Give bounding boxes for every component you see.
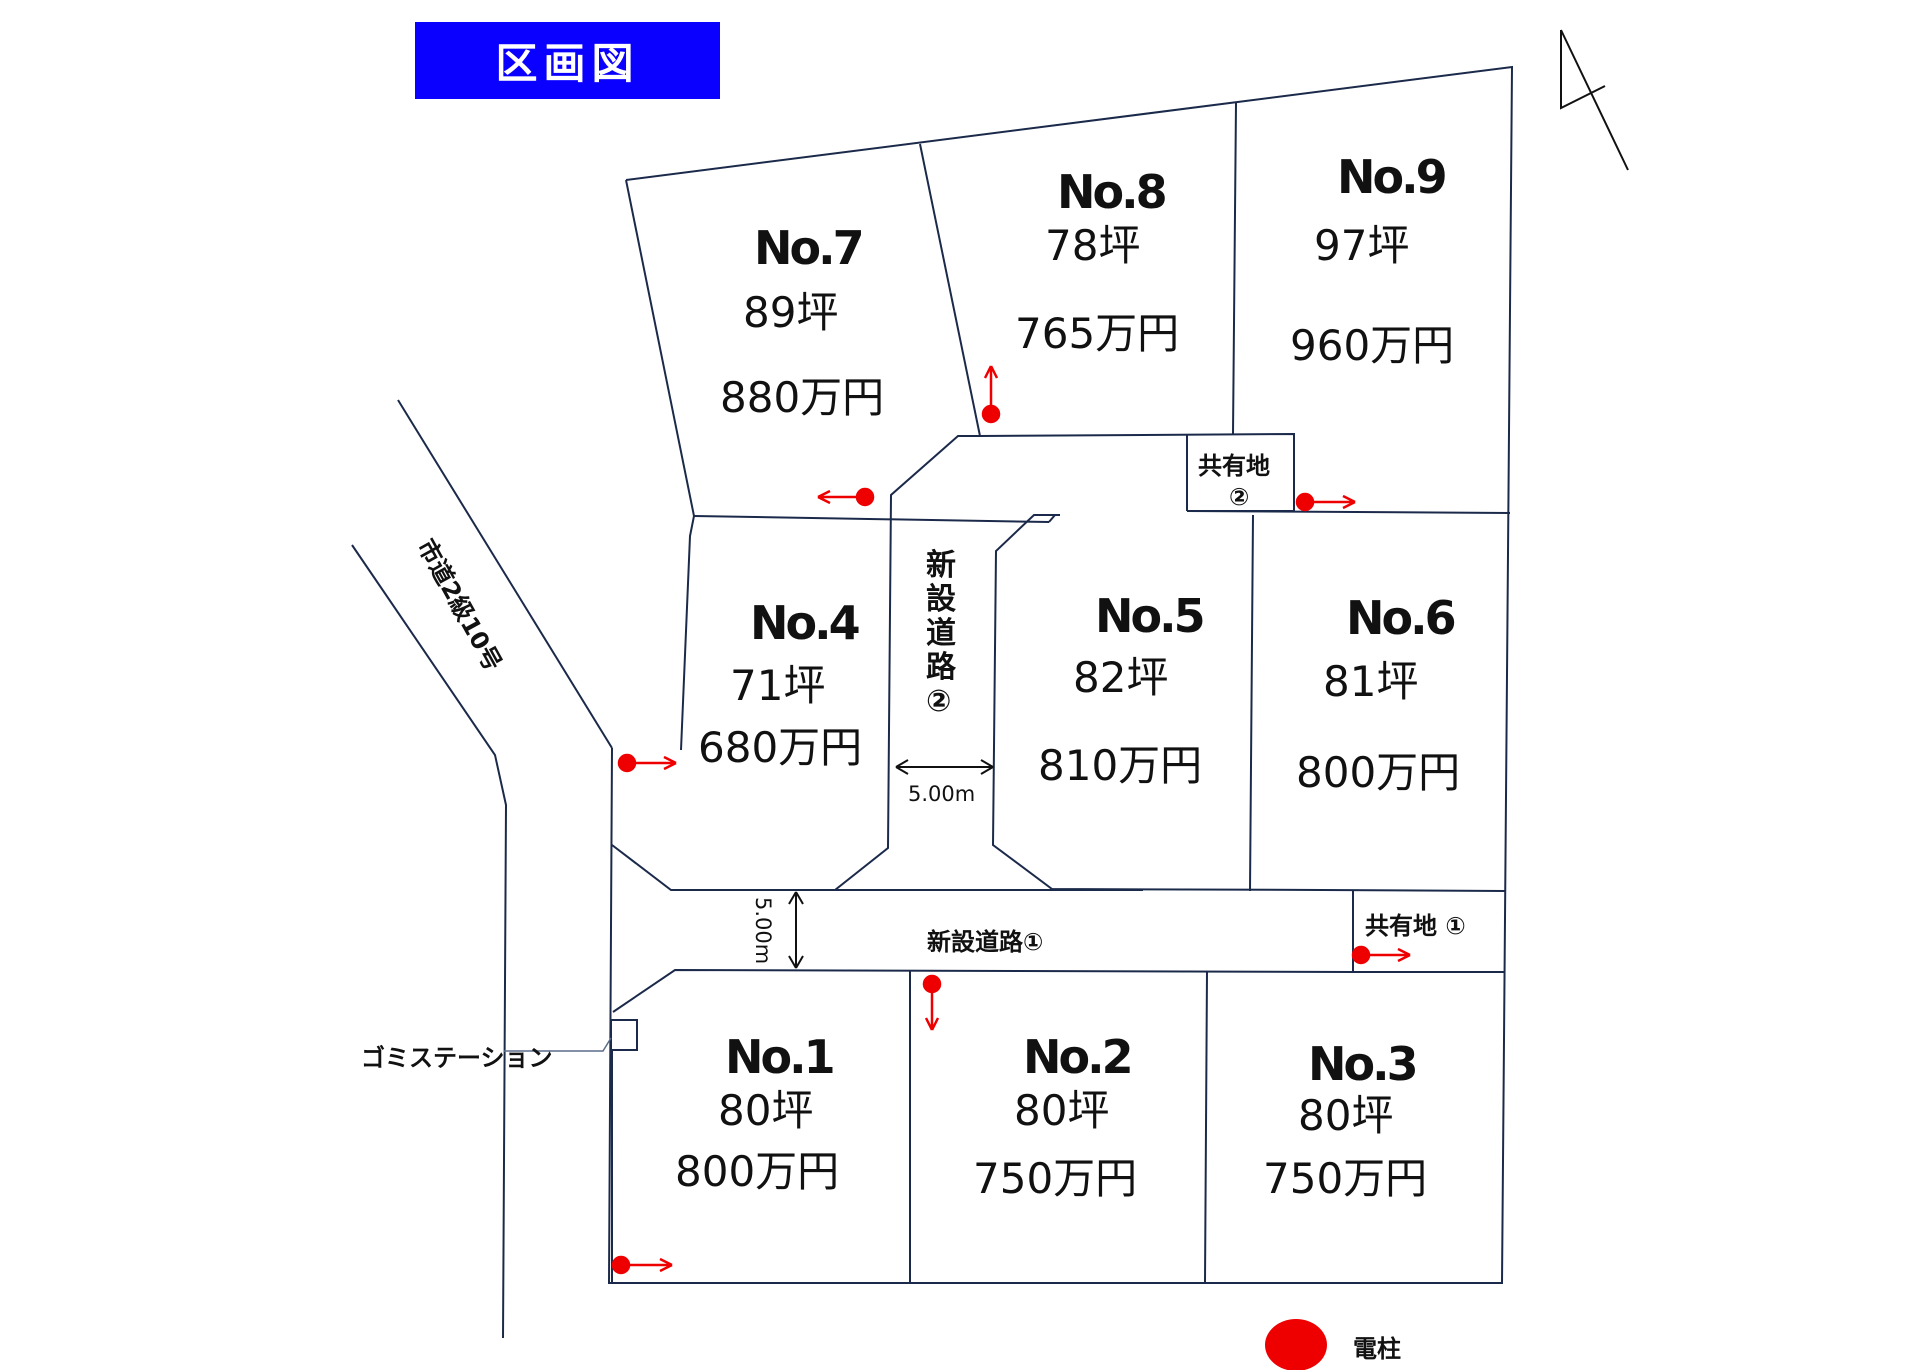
- lot-6: No.6 81坪 800万円: [1296, 591, 1460, 797]
- page-title: 区画図: [495, 39, 640, 88]
- road-1-label: 新設道路①: [927, 928, 1043, 956]
- north-arrow-icon: [1560, 29, 1629, 171]
- legend-pole-icon: [1265, 1319, 1327, 1370]
- utility-poles: [611, 365, 1411, 1275]
- lot-2-price: 750万円: [973, 1154, 1137, 1203]
- lot-3-area: 80坪: [1298, 1091, 1393, 1140]
- lot-7-area: 89坪: [743, 288, 838, 337]
- svg-text:②: ②: [926, 684, 951, 719]
- utility-pole-icon: [1295, 492, 1356, 512]
- lot-4-number: No.4: [750, 596, 859, 650]
- lot-5-area: 82坪: [1073, 653, 1168, 702]
- lot-3-price: 750万円: [1263, 1154, 1427, 1203]
- lot-1-number: No.1: [725, 1030, 833, 1084]
- svg-text:設: 設: [926, 582, 956, 617]
- utility-pole-icon: [922, 974, 942, 1031]
- lot-5-number: No.5: [1095, 589, 1203, 643]
- lot-3-number: No.3: [1308, 1037, 1416, 1091]
- legend-pole-label: 電柱: [1353, 1335, 1401, 1363]
- lot-9: No.9 97坪 960万円: [1290, 150, 1454, 370]
- lot-7: No.7 89坪 880万円: [720, 221, 884, 422]
- lot-4-area: 71坪: [730, 661, 825, 710]
- lot-1-area: 80坪: [718, 1086, 813, 1135]
- utility-pole-icon: [817, 487, 875, 507]
- lot-7-price: 880万円: [720, 373, 884, 422]
- shared-land-2-mark: ②: [1229, 483, 1249, 511]
- utility-pole-icon: [981, 365, 1001, 424]
- title-banner: 区画図: [415, 22, 720, 99]
- lot-9-price: 960万円: [1290, 321, 1454, 370]
- lot-8-area: 78坪: [1045, 221, 1140, 270]
- lot-2-area: 80坪: [1014, 1086, 1109, 1135]
- shared-land-2-label: 共有地: [1198, 452, 1270, 480]
- lot-8-number: No.8: [1057, 165, 1166, 219]
- utility-pole-icon: [611, 1255, 673, 1275]
- lot-5-price: 810万円: [1038, 741, 1202, 790]
- dimension-arrow-road-1: [788, 891, 804, 969]
- utility-pole-icon: [1351, 945, 1411, 965]
- road-2-label: 新 設 道 路 ②: [926, 548, 957, 719]
- garbage-station-label: ゴミステーション: [361, 1044, 553, 1072]
- lot-1-price: 800万円: [675, 1147, 839, 1196]
- lot-9-area: 97坪: [1314, 221, 1409, 270]
- lot-2: No.2 80坪 750万円: [973, 1030, 1137, 1203]
- lot-6-area: 81坪: [1323, 657, 1418, 706]
- svg-text:路: 路: [926, 650, 957, 685]
- dimension-arrow-road-2: [895, 759, 994, 775]
- lot-2-number: No.2: [1023, 1030, 1131, 1084]
- lot-7-number: No.7: [754, 221, 862, 275]
- legend: 電柱: [1265, 1319, 1401, 1370]
- lot-6-number: No.6: [1346, 591, 1455, 645]
- garbage-station: [504, 1019, 638, 1052]
- city-road: [351, 399, 613, 1339]
- lot-4: No.4 71坪 680万円: [698, 596, 862, 772]
- lot-8: No.8 78坪 765万円: [1015, 165, 1179, 358]
- road-1-width-label: 5.00m: [751, 897, 775, 964]
- lot-1: No.1 80坪 800万円: [675, 1030, 839, 1196]
- lot-8-price: 765万円: [1015, 309, 1179, 358]
- lot-3: No.3 80坪 750万円: [1263, 1037, 1427, 1203]
- road-2-width-label: 5.00m: [908, 782, 975, 806]
- shared-land-1-label: 共有地 ①: [1365, 912, 1466, 940]
- lot-4-price: 680万円: [698, 723, 862, 772]
- lot-5: No.5 82坪 810万円: [1038, 589, 1206, 790]
- lot-boundaries: [607, 65, 1514, 1284]
- svg-text:道: 道: [926, 616, 956, 651]
- svg-text:新: 新: [926, 548, 956, 583]
- utility-pole-icon: [617, 753, 677, 773]
- lot-9-number: No.9: [1337, 150, 1446, 204]
- lot-6-price: 800万円: [1296, 748, 1460, 797]
